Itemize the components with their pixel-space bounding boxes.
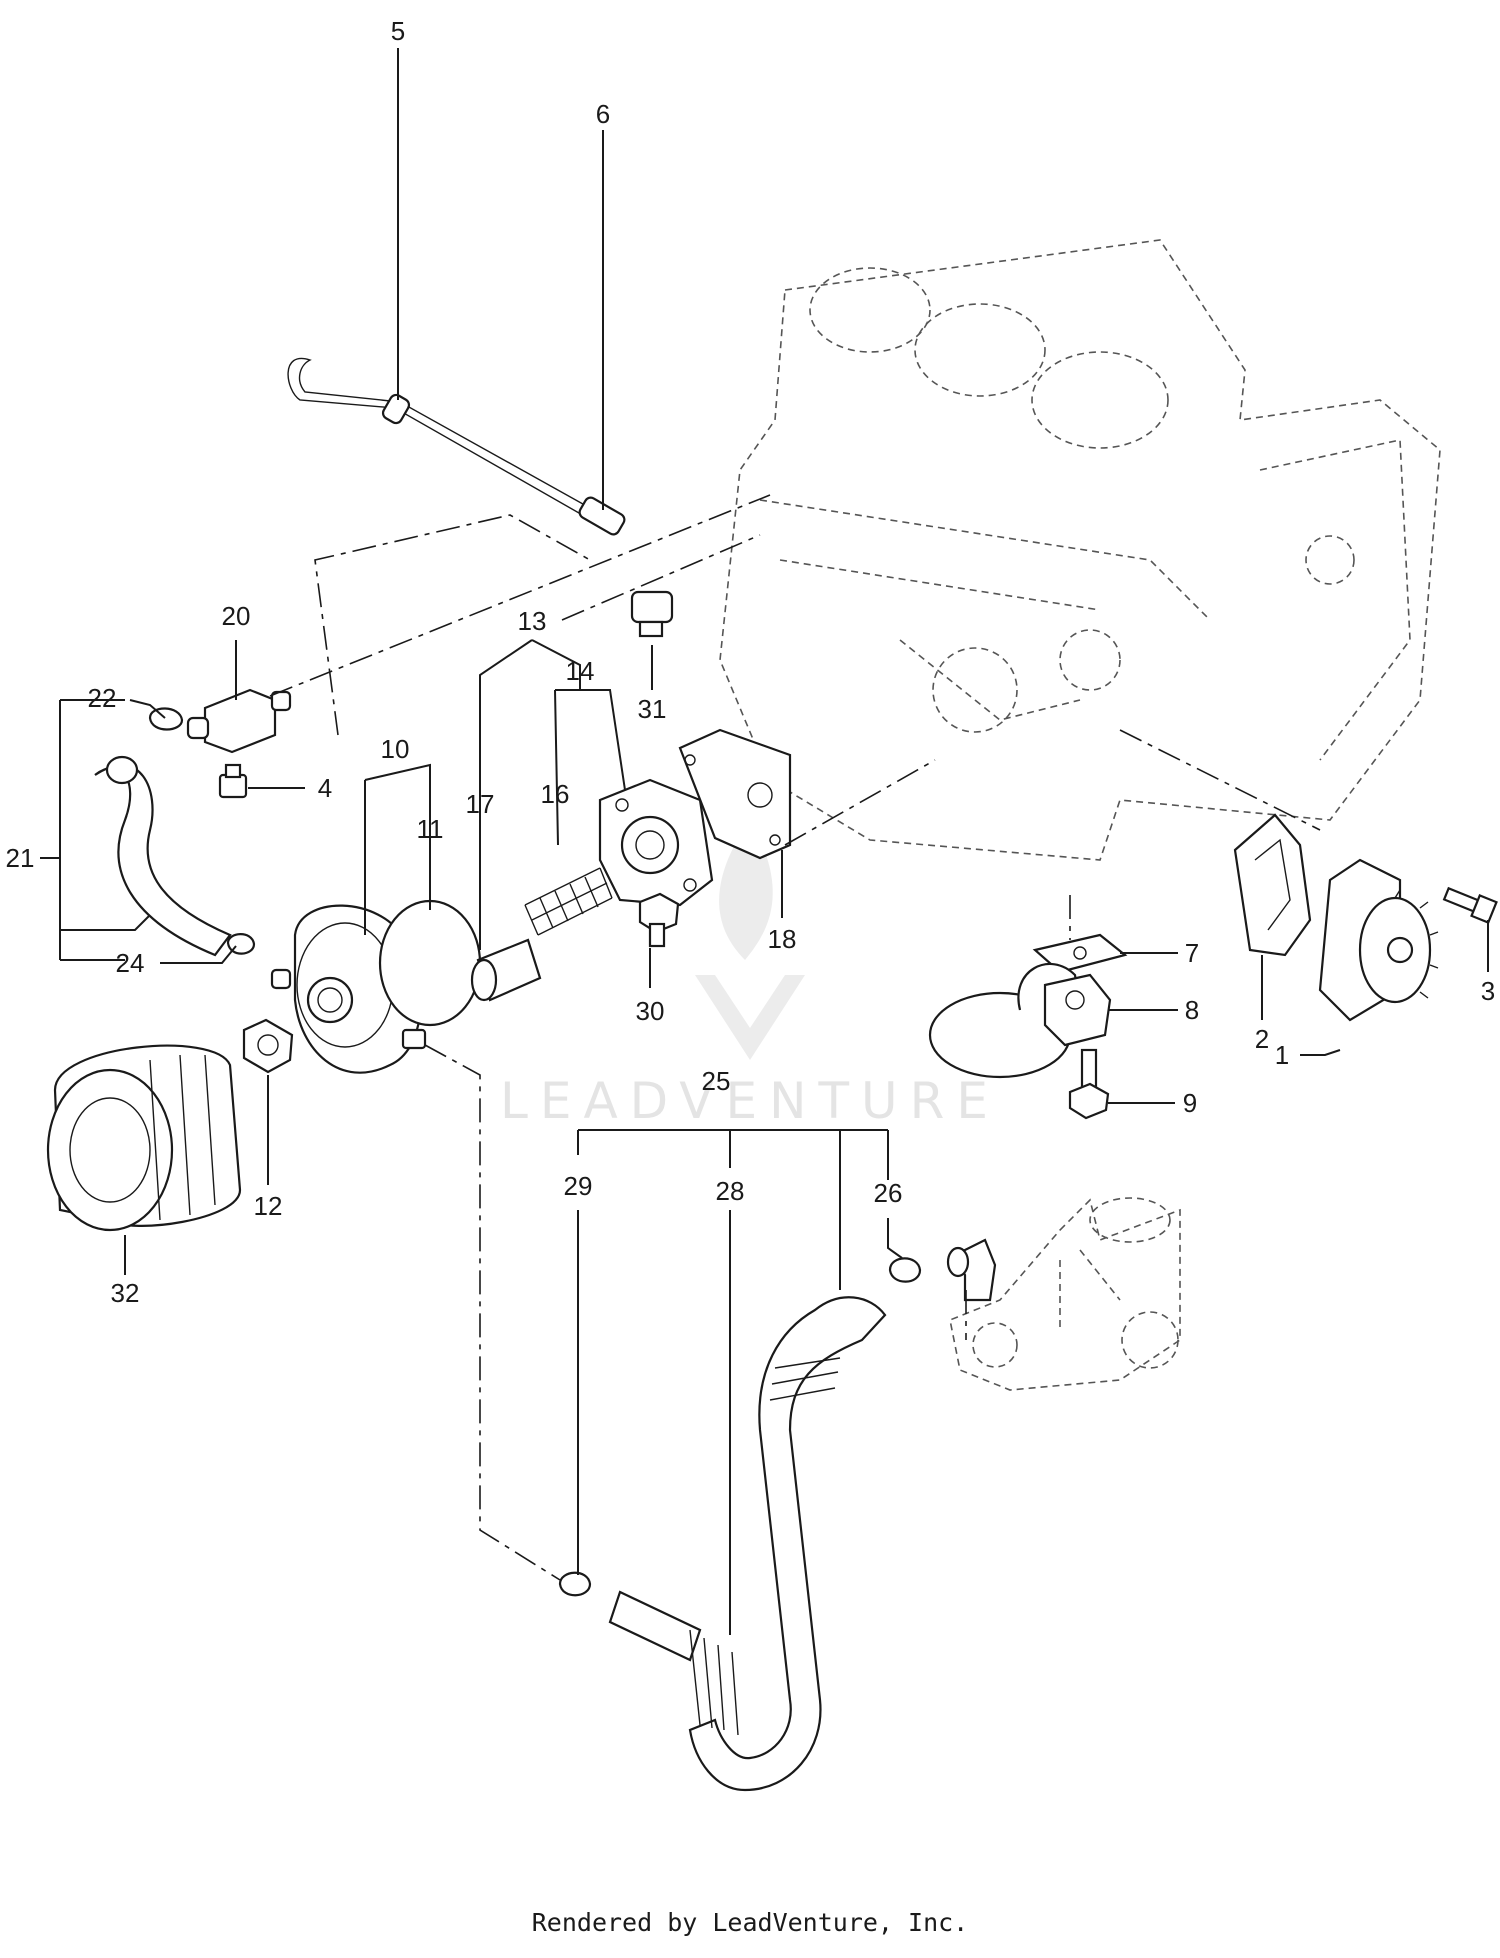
callout-3: 3	[1481, 976, 1495, 1006]
routing-lines	[269, 494, 1321, 1581]
hose-adapter	[186, 688, 292, 754]
callout-8: 8	[1185, 995, 1199, 1025]
callout-18: 18	[768, 924, 797, 954]
callout-13: 13	[518, 606, 547, 636]
callout-25: 25	[702, 1066, 731, 1096]
callout-10: 10	[381, 734, 410, 764]
relief-spring	[524, 867, 613, 936]
elbow-fitting	[946, 1238, 997, 1302]
callout-16: 16	[541, 779, 570, 809]
callout-32: 32	[111, 1278, 140, 1308]
callout-4: 4	[318, 773, 332, 803]
hose-clamp-upper	[148, 707, 184, 731]
oil-strainer	[928, 962, 1112, 1079]
plug	[218, 763, 248, 799]
oil-hose	[94, 755, 232, 957]
callout-31: 31	[638, 694, 667, 724]
callout-14: 14	[566, 656, 595, 686]
callout-29: 29	[564, 1171, 593, 1201]
watermark-chevron-icon	[695, 975, 805, 1060]
dipstick-guide	[578, 496, 626, 536]
clamp-upper-right	[888, 1257, 922, 1283]
callout-2: 2	[1255, 1024, 1269, 1054]
oil-filter	[46, 1044, 242, 1232]
callout-22: 22	[88, 683, 117, 713]
o-ring	[378, 899, 482, 1027]
callout-labels: 5 6 31 20 22 4 21 24 10 11 12 32 13 14 1…	[6, 16, 1496, 1308]
callout-20: 20	[222, 601, 251, 631]
engine-block	[719, 239, 1441, 861]
filter-head-gasket	[678, 728, 792, 860]
callout-12: 12	[254, 1191, 283, 1221]
callout-28: 28	[716, 1176, 745, 1206]
mounting-bolt	[638, 892, 680, 948]
callout-leaders	[40, 48, 1489, 1635]
center-nut	[242, 1018, 294, 1074]
callout-9: 9	[1183, 1088, 1197, 1118]
callout-30: 30	[636, 996, 665, 1026]
footer-credit: Rendered by LeadVenture, Inc.	[531, 1908, 969, 1937]
dipstick	[287, 357, 610, 526]
watermark-text: LEADVENTURE	[500, 1072, 1000, 1130]
callout-1: 1	[1275, 1040, 1289, 1070]
callout-24: 24	[116, 948, 145, 978]
oil-pump-bolt	[1442, 886, 1498, 925]
watermark: LEADVENTURE	[500, 820, 1000, 1130]
oil-pump-gasket	[1233, 813, 1312, 957]
callout-11: 11	[417, 814, 444, 844]
oil-pump	[1318, 858, 1439, 1022]
callout-17: 17	[466, 789, 495, 819]
strainer-bolt	[1068, 1048, 1110, 1120]
callout-21: 21	[6, 843, 35, 873]
oil-return-hose	[608, 1296, 887, 1792]
filter-head	[598, 778, 714, 907]
oil-pressure-switch	[630, 590, 674, 638]
callout-5: 5	[391, 16, 405, 46]
callout-26: 26	[874, 1178, 903, 1208]
callout-6: 6	[596, 99, 610, 129]
sleeve	[470, 938, 542, 1002]
clamp-lower-left	[558, 1571, 592, 1597]
callout-7: 7	[1185, 938, 1199, 968]
